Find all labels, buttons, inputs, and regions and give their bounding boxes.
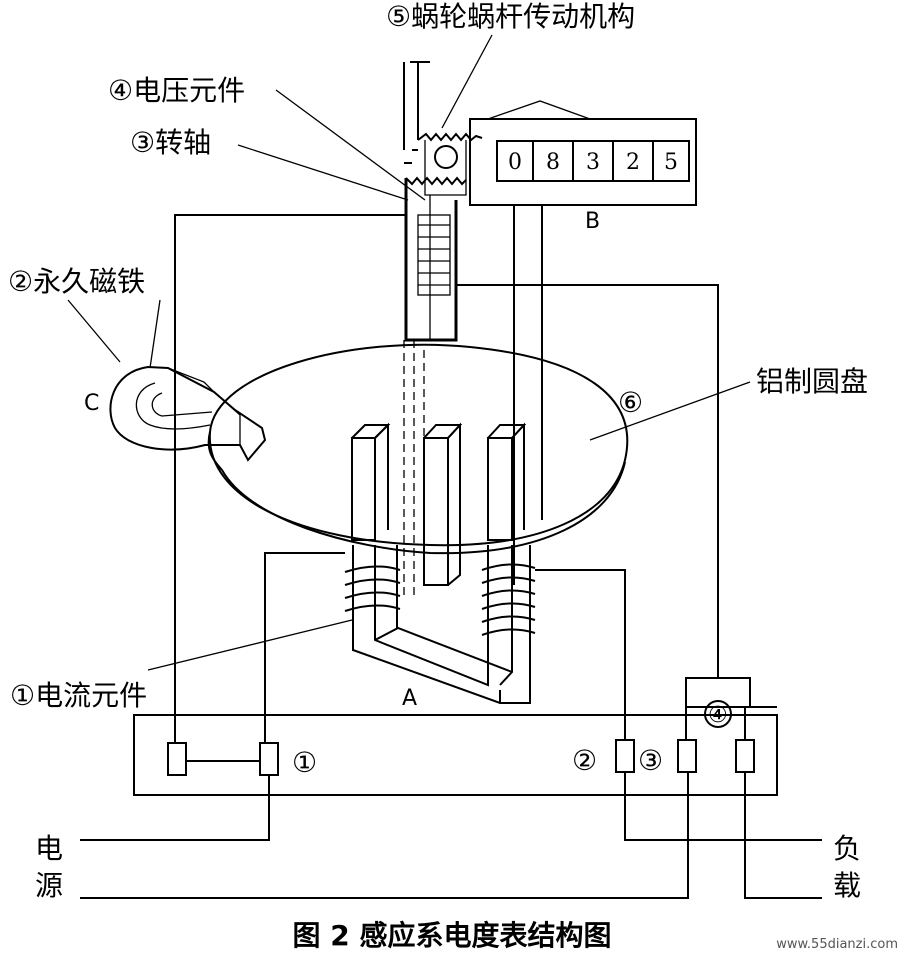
terminal-3 bbox=[677, 739, 697, 773]
label-a: A bbox=[402, 686, 417, 711]
terminal-left-a bbox=[167, 742, 187, 776]
label-disk-number: ⑥ bbox=[618, 386, 643, 419]
current-coil-right bbox=[481, 563, 536, 636]
current-coil-left bbox=[344, 565, 401, 612]
terminal-label-1: ① bbox=[292, 746, 317, 779]
counter-digit-2: 8 bbox=[546, 150, 560, 175]
counter-digit-1: 0 bbox=[508, 150, 522, 175]
label-source-1: 电 bbox=[35, 832, 63, 865]
leader-lines bbox=[67, 34, 751, 671]
counter-register: 0 8 3 2 5 bbox=[469, 100, 697, 585]
label-worm-gear: ⑤蜗轮蜗杆传动机构 bbox=[386, 0, 635, 33]
terminal-label-3: ③ bbox=[638, 744, 663, 777]
terminal-2 bbox=[615, 739, 635, 773]
current-element-core bbox=[344, 545, 536, 704]
label-current-element: ①电流元件 bbox=[10, 679, 147, 712]
counter-digit-5: 5 bbox=[664, 150, 678, 175]
terminal-label-4: ④ bbox=[708, 703, 728, 728]
label-b: B bbox=[585, 209, 600, 234]
label-permanent-magnet: ②永久磁铁 bbox=[8, 265, 145, 298]
counter-digit-boxes bbox=[496, 140, 690, 182]
label-c: C bbox=[84, 391, 99, 416]
terminal-4 bbox=[735, 739, 755, 773]
worm-gear bbox=[403, 61, 483, 196]
aluminum-disk bbox=[207, 343, 629, 555]
wiring bbox=[80, 214, 822, 899]
current-core-poles bbox=[351, 422, 527, 586]
permanent-magnet bbox=[109, 365, 267, 462]
label-voltage-element: ④电压元件 bbox=[108, 74, 245, 107]
label-shaft: ③转轴 bbox=[130, 126, 211, 159]
terminal-label-2: ② bbox=[572, 744, 597, 777]
terminal-1 bbox=[259, 742, 279, 776]
voltage-junction-circle bbox=[704, 700, 732, 728]
counter-digit-3: 3 bbox=[586, 150, 600, 175]
label-source-2: 源 bbox=[35, 869, 63, 902]
label-aluminum-disk: 铝制圆盘 bbox=[756, 365, 868, 398]
watermark: www.55dianzi.com bbox=[776, 937, 898, 952]
voltage-element bbox=[404, 176, 467, 342]
label-load-2: 载 bbox=[833, 869, 861, 902]
rotating-shaft bbox=[403, 340, 415, 600]
figure-caption: 图 2 感应系电度表结构图 bbox=[293, 919, 612, 952]
label-load-1: 负 bbox=[833, 832, 861, 865]
terminal-block bbox=[133, 700, 778, 796]
counter-digit-4: 2 bbox=[626, 150, 640, 175]
